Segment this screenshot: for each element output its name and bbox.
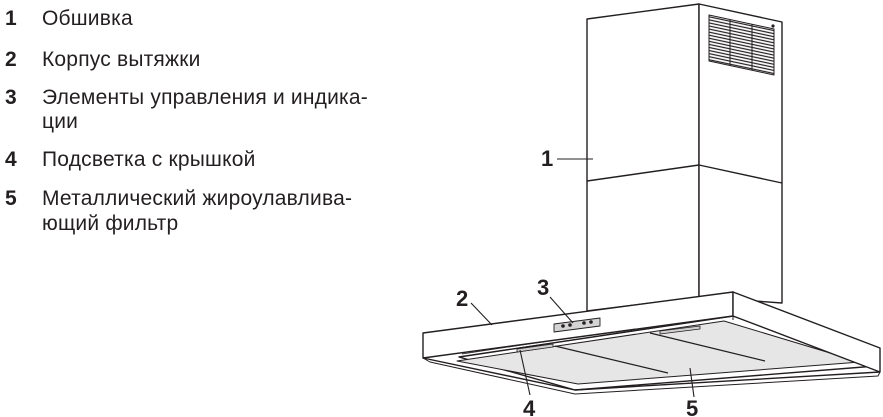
control-button-icon: [568, 323, 572, 327]
legend-label: Корпус вытяжки: [42, 48, 201, 71]
legend-number: 2: [5, 48, 17, 71]
callout-4: 4: [523, 396, 536, 417]
legend-label: Подсветка с крышкой: [42, 148, 256, 171]
legend-label-continued: ющий фильтр: [42, 212, 179, 235]
chimney-cover: [586, 3, 783, 312]
legend-number: 4: [5, 148, 17, 171]
legend-number: 1: [5, 7, 17, 30]
callout-3: 3: [537, 275, 549, 300]
vent-grille: [708, 14, 775, 76]
legend-item-1: 1 Обшивка: [0, 5, 422, 32]
metal-grease-filter: [456, 312, 877, 391]
legend-item-2: 2 Корпус вытяжки: [0, 46, 422, 73]
legend-item-3-continued: ции: [0, 108, 422, 135]
control-button-icon: [582, 321, 586, 325]
legend-label-continued: ции: [42, 110, 79, 133]
legend-item-3: 3 Элементы управления и индика-: [0, 84, 422, 111]
control-panel: [553, 317, 601, 333]
legend-number: 5: [5, 187, 17, 210]
legend-number: 3: [5, 86, 17, 109]
callout-1: 1: [541, 146, 553, 171]
control-button-icon: [561, 324, 565, 328]
legend-label: Элементы управления и индика-: [42, 86, 368, 109]
light-with-cover: [516, 325, 701, 353]
callout-5: 5: [686, 396, 698, 417]
legend-label: Металлический жироулавлива-: [42, 187, 353, 210]
legend-item-5: 5 Металлический жироулавлива-: [0, 185, 422, 212]
legend-label: Обшивка: [42, 7, 133, 30]
legend-item-4: 4 Подсветка с крышкой: [0, 146, 422, 173]
callout-2: 2: [456, 286, 468, 311]
control-button-icon: [589, 320, 593, 324]
legend-item-5-continued: ющий фильтр: [0, 210, 422, 237]
callout-leader-lines: [470, 158, 695, 398]
